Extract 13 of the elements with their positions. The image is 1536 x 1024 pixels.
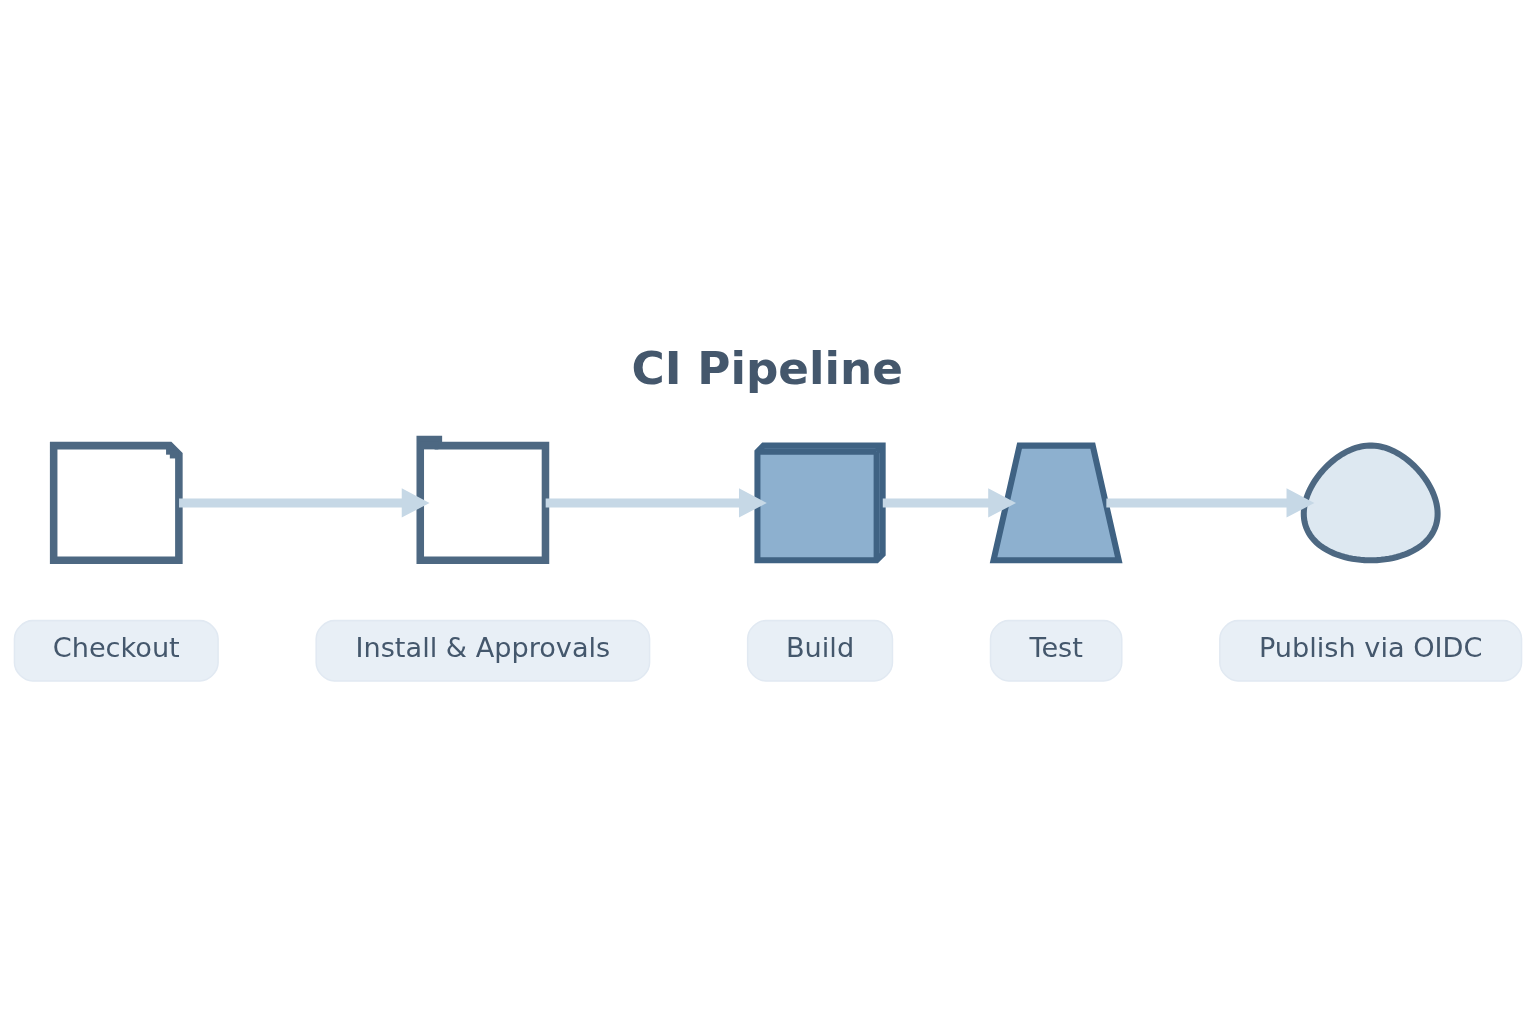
diagram-title: CI Pipeline bbox=[631, 341, 903, 395]
node-picture bbox=[49, 441, 183, 565]
node-box: Build bbox=[746, 619, 894, 682]
node-box: Checkout bbox=[13, 619, 219, 682]
arrow bbox=[545, 488, 767, 518]
arrow bbox=[1106, 488, 1315, 518]
arrow bbox=[179, 488, 430, 518]
node-box: Install & Approvals bbox=[315, 619, 651, 682]
node-picture bbox=[1300, 442, 1441, 564]
arrow bbox=[882, 488, 1017, 518]
node-picture bbox=[416, 435, 550, 565]
node-box: Test bbox=[989, 619, 1123, 682]
node-box: Publish via OIDC bbox=[1219, 619, 1523, 682]
